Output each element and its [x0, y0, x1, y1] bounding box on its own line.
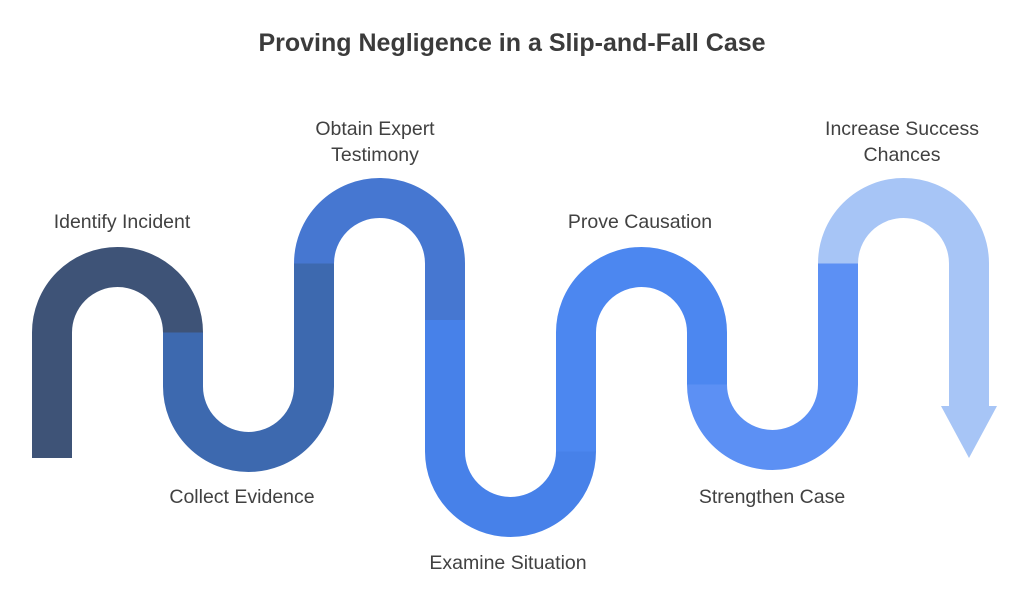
path-segment-obtain-expert-testimony: [294, 178, 465, 320]
arrow-down-icon: [941, 406, 997, 458]
step-label-examine-situation: Examine Situation: [429, 552, 587, 574]
path-segment-identify-incident: [31, 247, 203, 458]
step-label-strengthen-case: Strengthen Case: [698, 486, 846, 508]
path-segment-strengthen-case: [687, 263, 858, 470]
path-segment-prove-causation: [556, 247, 727, 452]
step-label-identify-incident: Identify Incident: [53, 211, 191, 233]
path-segment-increase-success: [818, 178, 989, 409]
path-segment-collect-evidence: [163, 263, 334, 472]
step-label-obtain-expert-testimony: Obtain Expert Testimony: [315, 118, 435, 166]
path-segment-examine-situation: [425, 320, 596, 537]
step-label-increase-success-chances: Increase Success Chances: [825, 118, 979, 166]
step-label-prove-causation: Prove Causation: [567, 211, 713, 233]
step-label-collect-evidence: Collect Evidence: [169, 486, 315, 508]
page-title: Proving Negligence in a Slip-and-Fall Ca…: [258, 29, 766, 57]
